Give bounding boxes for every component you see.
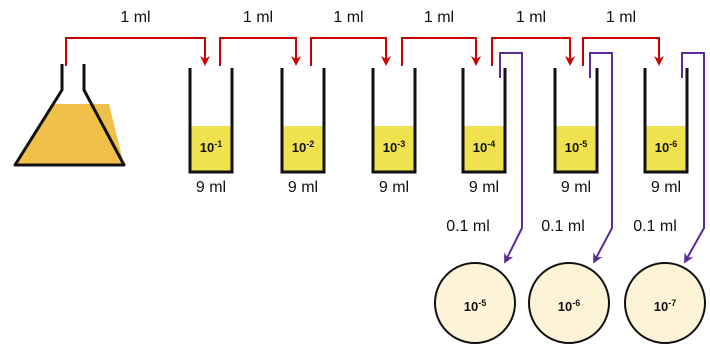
plate-dilution-factor: 10-5 <box>463 298 487 314</box>
dilution-tube <box>280 68 326 174</box>
plating-volume-label: 0.1 ml <box>633 218 677 235</box>
tube-concentration: 10-4 <box>472 139 496 155</box>
tube-outline <box>643 68 689 174</box>
tube-liquid <box>190 126 232 172</box>
transfer-arrow <box>219 37 301 66</box>
plate-dilution-factor: 10-6 <box>557 298 581 314</box>
tube-concentration-base: 10 <box>382 140 398 155</box>
tube-concentration-base: 10 <box>654 140 670 155</box>
transfer-arrow <box>310 37 391 66</box>
tube-volume: 9 ml <box>650 179 682 196</box>
tube-outline <box>553 68 599 174</box>
tube-concentration-exponent: -5 <box>579 139 588 149</box>
tube-outline <box>280 68 326 174</box>
flask-liquid <box>15 104 124 165</box>
tube-volume: 9 ml <box>287 179 319 196</box>
transfer-volume-label: 1 ml <box>242 9 274 26</box>
tube-volume: 9 ml <box>378 179 410 196</box>
tube-concentration-base: 10 <box>564 140 580 155</box>
transfer-arrow <box>491 37 575 66</box>
tube-concentration-exponent: -4 <box>487 139 496 149</box>
tube-concentration: 10-6 <box>654 139 678 155</box>
tube-concentration: 10-2 <box>291 139 315 155</box>
plating-volume-label: 0.1 ml <box>541 218 585 235</box>
transfer-volume-label: 1 ml <box>120 9 151 26</box>
tube-outline <box>188 68 234 174</box>
tube-volume: 9 ml <box>560 179 592 196</box>
tube-concentration-base: 10 <box>199 140 215 155</box>
plating-volume-label: 0.1 ml <box>446 218 490 235</box>
plating-arrow <box>681 52 705 264</box>
tube-liquid <box>373 126 415 172</box>
dilution-tube <box>371 68 417 174</box>
dilution-tube <box>553 68 599 174</box>
transfer-volume-label: 1 ml <box>333 9 364 26</box>
tube-concentration-exponent: -1 <box>214 139 223 149</box>
plating-arrow <box>499 52 523 264</box>
agar-plate <box>624 262 706 344</box>
plate-dilution-exponent: -6 <box>572 298 581 308</box>
tube-volume: 9 ml <box>195 179 227 196</box>
tube-concentration-base: 10 <box>291 140 307 155</box>
tube-concentration-base: 10 <box>472 140 488 155</box>
transfer-arrow <box>582 37 664 66</box>
tube-outline <box>461 68 507 174</box>
tube-liquid <box>555 126 597 172</box>
agar-plate <box>434 262 516 344</box>
tube-concentration: 10-3 <box>382 139 406 155</box>
tube-concentration-exponent: -2 <box>306 139 315 149</box>
tube-liquid <box>463 126 505 172</box>
transfer-arrow <box>65 37 210 66</box>
transfer-arrow <box>401 37 481 66</box>
transfer-volume-label: 1 ml <box>423 9 455 26</box>
plating-arrow <box>589 52 613 264</box>
agar-plate <box>528 262 610 344</box>
dilution-tube <box>643 68 689 174</box>
tube-concentration: 10-5 <box>564 139 588 155</box>
tube-outline <box>371 68 417 174</box>
dilution-tube <box>461 68 507 174</box>
plate-dilution-base: 10 <box>653 299 669 314</box>
tube-concentration-exponent: -3 <box>397 139 406 149</box>
plate-dilution-base: 10 <box>557 299 573 314</box>
tube-liquid <box>282 126 324 172</box>
plate-dilution-exponent: -7 <box>668 298 677 308</box>
tube-volume: 9 ml <box>468 179 500 196</box>
plate-dilution-factor: 10-7 <box>653 298 677 314</box>
transfer-volume-label: 1 ml <box>515 9 547 26</box>
stock-flask <box>13 64 126 167</box>
plate-dilution-base: 10 <box>463 299 479 314</box>
plate-dilution-exponent: -5 <box>478 298 487 308</box>
flask-outline <box>13 64 126 167</box>
tube-concentration-exponent: -6 <box>669 139 678 149</box>
transfer-volume-label: 1 ml <box>605 9 637 26</box>
tube-liquid <box>645 126 687 172</box>
tube-concentration: 10-1 <box>199 139 223 155</box>
dilution-tube <box>188 68 234 174</box>
